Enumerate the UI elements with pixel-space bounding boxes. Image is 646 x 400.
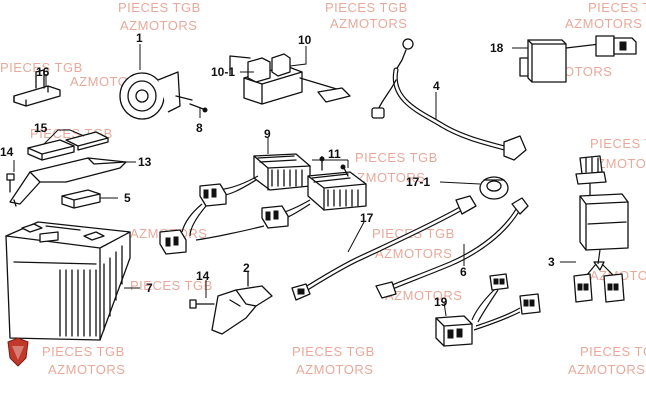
callout-16: 16 xyxy=(36,65,50,79)
callout-14a: 14 xyxy=(0,145,14,159)
part-13-plate xyxy=(9,157,127,207)
watermark-text: PIECES TGB xyxy=(355,150,438,165)
battery-ribs xyxy=(59,245,123,337)
watermark-text: PIECES TGB xyxy=(42,344,125,359)
callout-10-1: 10-1 xyxy=(211,65,235,79)
watermark-text: PIECES TGB xyxy=(118,0,201,15)
callout-3: 3 xyxy=(548,255,555,269)
callout-8: 8 xyxy=(196,121,203,135)
part-15-pads xyxy=(27,131,109,161)
watermark-text: AZMOTORS xyxy=(588,156,646,171)
callout-13: 13 xyxy=(138,155,152,169)
part-17-1-cap xyxy=(479,176,509,200)
watermark-text: AZMOTORS xyxy=(375,246,452,261)
callout-2: 2 xyxy=(243,261,250,275)
callout-4: 4 xyxy=(433,79,440,93)
part-5-block xyxy=(61,189,101,209)
part-8-screw xyxy=(189,103,208,113)
watermark-text: AZMOTORS xyxy=(48,362,125,377)
watermark-text: PIECES TGB xyxy=(325,0,408,15)
watermark-text: PIECES TGB xyxy=(0,60,83,75)
watermark-text: AZMOTORS xyxy=(120,18,197,33)
watermark-text: PIECES TGB xyxy=(130,278,213,293)
callout-labels: 1 2 3 4 5 6 7 8 9 10 10-1 11 13 14 14 15… xyxy=(0,31,555,309)
part-18-module xyxy=(519,35,637,83)
watermark-text: AZMOTORS xyxy=(348,170,425,185)
watermark-text: PIECES TGB xyxy=(588,0,646,15)
leader-lines xyxy=(13,44,576,317)
watermark-text: PIECES TGB xyxy=(590,136,646,151)
callout-17-1: 17-1 xyxy=(406,175,430,189)
watermark-text: AZMOTORS xyxy=(296,362,373,377)
part-16-bracket xyxy=(13,69,61,107)
watermark-text: PIECES TGB xyxy=(292,344,375,359)
callout-17: 17 xyxy=(360,211,374,225)
callout-1: 1 xyxy=(136,31,143,45)
callout-14b: 14 xyxy=(196,269,210,283)
callout-9: 9 xyxy=(264,127,271,141)
part-4-cable xyxy=(371,38,527,161)
part-14a-bolt xyxy=(6,173,15,193)
part-1-horn xyxy=(119,71,193,120)
watermark-text: AZMOTORS xyxy=(385,288,462,303)
watermark-text: AZMOTORS xyxy=(565,16,642,31)
part-3-harness xyxy=(573,155,629,303)
part-19-harness xyxy=(435,273,541,347)
callout-7: 7 xyxy=(146,281,153,295)
part-9-regulator xyxy=(159,153,367,255)
part-7-battery xyxy=(5,221,131,341)
part-2-bracket xyxy=(211,271,273,335)
part-10-relay xyxy=(229,53,351,105)
watermark-text: PIECES TGB xyxy=(580,344,646,359)
callout-19: 19 xyxy=(434,295,448,309)
callout-6: 6 xyxy=(460,265,467,279)
part-14b-bolt xyxy=(189,299,215,309)
callout-18: 18 xyxy=(490,41,504,55)
part-17-cable xyxy=(291,195,477,301)
shield-logo-icon xyxy=(7,337,29,367)
callout-15: 15 xyxy=(34,121,48,135)
watermark-text: AZMOTORS xyxy=(330,16,407,31)
part-6-cable xyxy=(375,197,529,299)
callout-5: 5 xyxy=(124,191,131,205)
callout-10: 10 xyxy=(298,33,312,47)
watermark-text: AZMOTORS xyxy=(568,362,645,377)
callout-11: 11 xyxy=(328,147,341,161)
